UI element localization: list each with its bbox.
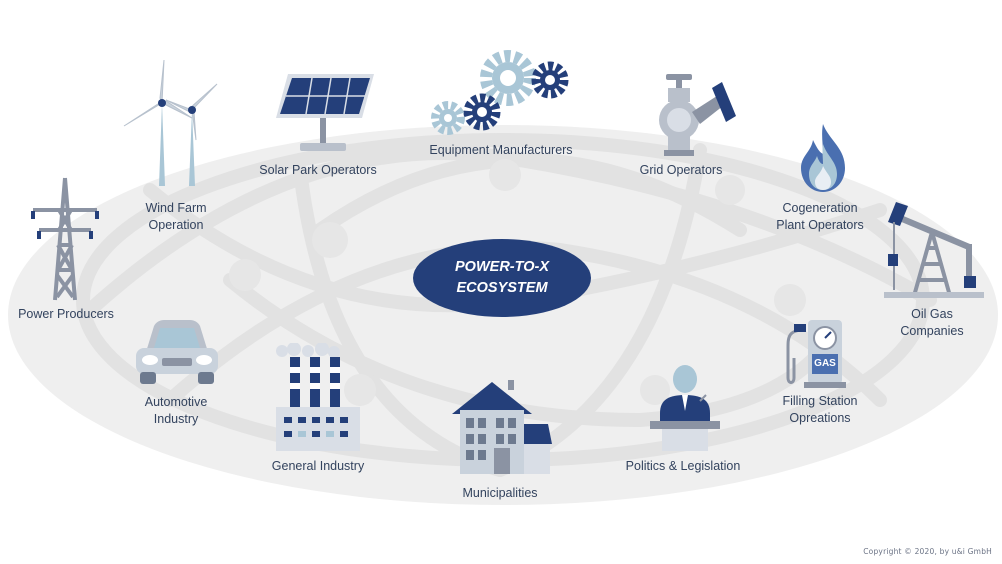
oil-pump-icon <box>884 192 984 302</box>
flame-icon <box>793 122 853 194</box>
power-pylon-icon <box>25 175 105 305</box>
solar-panel-icon <box>270 70 380 160</box>
center-oval <box>412 238 592 318</box>
node-automotive: Automotive Industry <box>145 394 208 428</box>
center-title-line-1: POWER-TO-X <box>455 259 549 276</box>
node-municipalities: Municipalities <box>462 485 537 502</box>
node-oil-gas: Oil Gas Companies <box>897 306 967 340</box>
node-wind-farm: Wind Farm Operation <box>145 200 206 234</box>
node-grid: Grid Operators <box>640 162 723 179</box>
fuel-pump-icon <box>780 318 850 390</box>
node-filling-station: Filling Station Opreations <box>782 393 857 427</box>
node-general-industry: General Industry <box>272 458 364 475</box>
factory-icon <box>268 343 368 453</box>
node-solar-park: Solar Park Operators <box>259 162 376 179</box>
node-cogeneration: Cogeneration Plant Operators <box>776 200 864 234</box>
copyright-notice: Copyright © 2020, by u&i GmbH <box>863 547 992 556</box>
gas-sign: GAS <box>814 358 836 370</box>
house-icon <box>450 380 555 475</box>
node-equipment: Equipment Manufacturers <box>429 142 572 159</box>
wind-turbine-icon <box>122 58 222 188</box>
gears-icon <box>428 48 573 140</box>
speaker-podium-icon <box>650 365 720 455</box>
center-title-line-2: ECOSYSTEM <box>456 280 547 297</box>
node-power-producers: Power Producers <box>18 306 114 323</box>
car-icon <box>132 318 222 388</box>
node-politics: Politics & Legislation <box>626 458 741 475</box>
valve-icon <box>650 72 740 162</box>
